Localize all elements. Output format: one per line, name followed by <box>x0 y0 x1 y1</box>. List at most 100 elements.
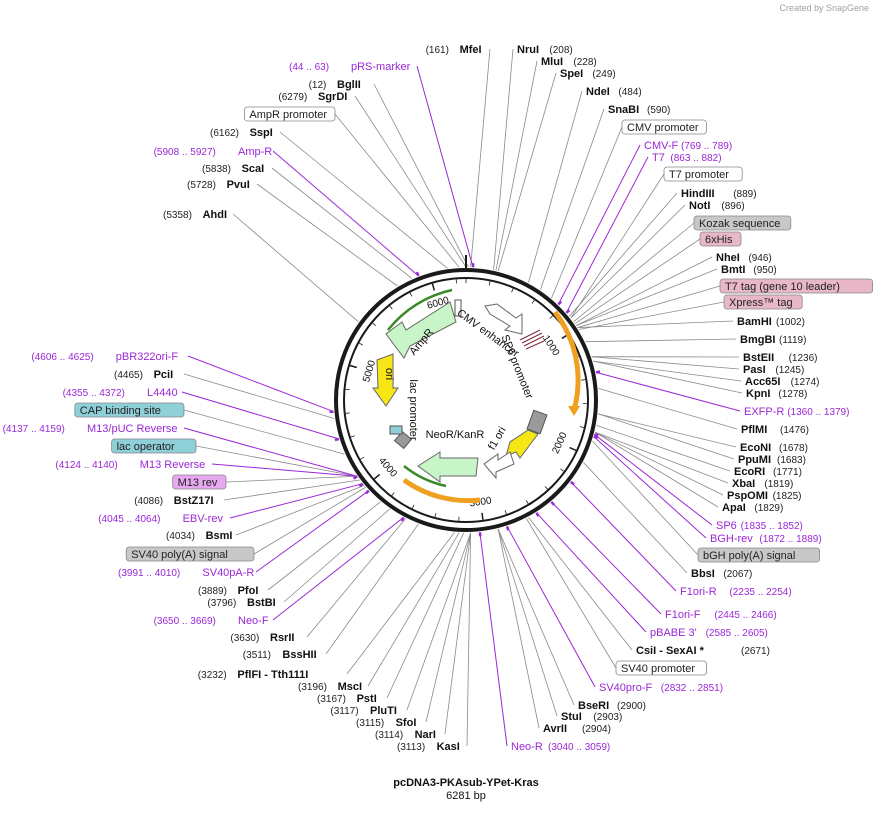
label-name-pflfi-tth111i: PflFI - Tth111I <box>237 669 308 681</box>
snapgene-watermark: Created by SnapGene <box>779 3 869 13</box>
label-text-cmv-promoter: CMV promoter <box>627 122 699 134</box>
leader-econi <box>598 413 737 448</box>
label-name-ebv-rev: EBV-rev <box>183 513 224 525</box>
label-name-pflmi: PflMI <box>741 424 767 436</box>
label-pos-neo-r: (3040 .. 3059) <box>548 742 610 753</box>
leader-noti <box>570 204 686 319</box>
label-pos-neo-f: (3650 .. 3669) <box>154 616 216 627</box>
map-label-bstbi: BstBI(3796) <box>207 597 275 609</box>
tick-mark <box>579 426 584 428</box>
tick-mark <box>560 468 565 472</box>
label-box-t7-tag-gene-10-leader <box>719 278 874 294</box>
label-pos-bseri: (2900) <box>617 701 646 712</box>
leader-nari <box>444 532 472 735</box>
label-name-nari: NarI <box>415 729 436 741</box>
leader-csii-sexai <box>528 517 633 651</box>
label-box-lac-operator <box>111 438 197 454</box>
label-name-bmgbi: BmgBI <box>740 334 775 346</box>
label-pos-exfp-r: (1360 .. 1379) <box>787 407 849 418</box>
map-label-xbai: XbaI(1819) <box>732 478 793 490</box>
label-pos-sp6: (1835 .. 1852) <box>741 521 803 532</box>
feature-label-f1-ori: f1 ori <box>486 425 509 452</box>
map-label-psti: PstI(3167) <box>317 693 377 705</box>
tick-mark <box>372 322 376 326</box>
leader-pflfi-tth111i <box>346 532 455 675</box>
leader-sv40pa-r <box>255 490 370 573</box>
label-pos-kpni: (1278) <box>778 389 807 400</box>
tick-mark <box>569 446 577 452</box>
leader-pfoi <box>267 501 381 591</box>
label-name-pvui: PvuI <box>227 179 250 191</box>
label-pos-bglii: (12) <box>309 80 327 91</box>
map-label-bgh-poly-a-signal: bGH poly(A) signal <box>697 547 820 563</box>
leader-mfei <box>470 48 491 268</box>
leader-bseri <box>497 528 575 706</box>
amp-promoter-box <box>454 299 462 317</box>
leader-pvui <box>256 183 398 287</box>
leader-sv40pro-f <box>506 526 596 688</box>
label-name-neo-f: Neo-F <box>238 615 269 627</box>
ampr-arc <box>387 288 453 331</box>
label-text-t7-tag-gene-10-leader: T7 tag (gene 10 leader) <box>725 281 840 293</box>
orf-arc-right <box>553 310 581 411</box>
label-pos-nrui: (208) <box>549 45 572 56</box>
label-pos-pspomi: (1825) <box>773 491 802 502</box>
label-pos-prs-marker: (44 .. 63) <box>289 62 329 73</box>
label-pos-apai: (1829) <box>754 503 783 514</box>
leader-spei <box>497 72 557 272</box>
feature-label-ori: ori <box>383 368 395 380</box>
leader-prs-marker <box>416 65 474 268</box>
tick-mark <box>431 283 436 291</box>
leader-mlui <box>495 60 538 271</box>
primer-site-ebv-rev <box>358 482 364 488</box>
map-label-avrii: AvrII(2904) <box>543 723 611 735</box>
map-title: pcDNA3-PKAsub-YPet-Kras <box>393 777 538 789</box>
leader-cmv-promoter <box>551 126 623 299</box>
label-box-6xhis <box>699 231 742 247</box>
map-label-ecori: EcoRI(1771) <box>734 466 802 478</box>
leader-sspi <box>279 131 448 269</box>
leader-cap-binding-site <box>183 409 345 455</box>
label-pos-pflmi: (1476) <box>780 425 809 436</box>
label-box-cap-binding-site <box>74 402 185 418</box>
leader-amp-r <box>272 150 419 277</box>
label-pos-pfoi: (3889) <box>198 586 227 597</box>
leader-t7-promoter <box>570 173 665 319</box>
label-pos-pbabe-3: (2585 .. 2605) <box>706 628 768 639</box>
watermark-text: Created by SnapGene <box>779 3 869 13</box>
label-box-kozak-sequence <box>693 215 792 231</box>
map-label-sgrdi: SgrDI(6279) <box>278 91 347 103</box>
tick-label-4000: 4000 <box>376 456 399 480</box>
label-name-sp6: SP6 <box>716 520 737 532</box>
feature-arrows <box>372 288 581 504</box>
label-name-xbai: XbaI <box>732 478 755 490</box>
neor-arc <box>403 465 447 488</box>
label-box-m13-rev <box>172 474 227 490</box>
leader-bmti <box>576 268 718 326</box>
label-pos-m13-puc-reverse: (4137 .. 4159) <box>3 424 65 435</box>
map-label-econi: EcoNI(1678) <box>740 442 808 454</box>
cmv-enhancer-arrow <box>484 303 523 335</box>
label-pos-ppumi: (1683) <box>777 455 806 466</box>
label-pos-sspi: (6162) <box>210 128 239 139</box>
tick-mark <box>581 379 586 381</box>
label-name-snabi: SnaBI <box>608 104 639 116</box>
map-label-rsrii: RsrII(3630) <box>230 632 294 644</box>
map-label-bsshii: BssHII(3511) <box>243 649 317 661</box>
tick-mark <box>481 512 484 520</box>
label-pos-sv40pa-r: (3991 .. 4010) <box>118 568 180 579</box>
label-pos-spei: (249) <box>592 69 615 80</box>
leader-msci <box>367 532 460 687</box>
label-name-pasi: PasI <box>743 364 766 376</box>
map-label-t7-tag-gene-10-leader: T7 tag (gene 10 leader) <box>719 278 874 294</box>
leader-pasi <box>591 356 740 370</box>
label-pos-bmgbi: (1119) <box>779 335 806 346</box>
leader-nhei <box>576 256 713 326</box>
map-label-pvui: PvuI(5728) <box>187 179 250 191</box>
leader-6xhis <box>574 238 701 325</box>
label-name-noti: NotI <box>689 200 710 212</box>
label-name-sv40pro-f: SV40pro-F <box>599 682 652 694</box>
ori-arrow <box>372 353 399 407</box>
label-pos-m13-reverse: (4124 .. 4140) <box>55 460 117 471</box>
label-pos-ebv-rev: (4045 .. 4064) <box>98 514 160 525</box>
